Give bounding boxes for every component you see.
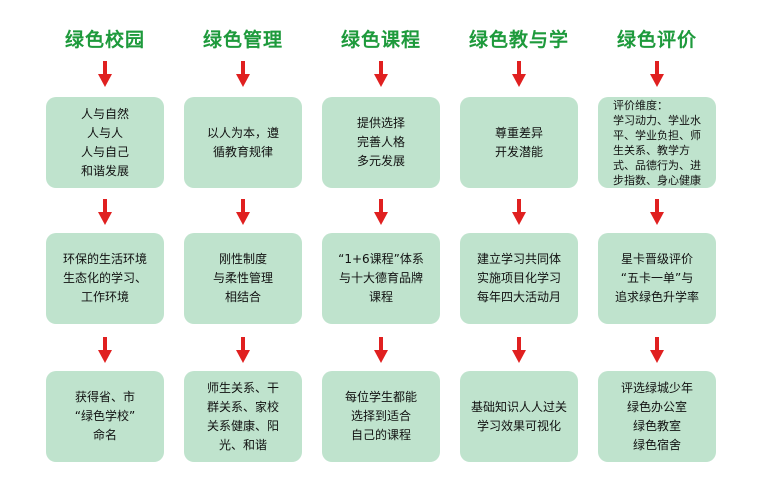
- box-row-3: 基础知识人人过关 学习效果可视化: [460, 371, 578, 462]
- box-text: 以人为本，遵 循教育规律: [206, 125, 279, 159]
- down-arrow-icon: [98, 337, 112, 363]
- box-text: 获得省、市 “绿色学校” 命名: [74, 390, 136, 442]
- box-text: 师生关系、干 群关系、家校 关系健康、阳 光、和谐: [206, 380, 279, 452]
- down-arrow-icon: [374, 199, 388, 225]
- box-text: 评选绿城少年 绿色办公室 绿色教室 绿色宿舍: [620, 380, 693, 452]
- box-text: 每位学生都能 选择到适合 自己的课程: [344, 390, 417, 442]
- box-text: 刚性制度 与柔性管理 相结合: [212, 252, 273, 304]
- column-title: 绿色管理: [202, 29, 283, 51]
- box-text: 环保的生活环境 生态化的学习、 工作环境: [62, 252, 147, 304]
- column-green-evaluation: 绿色评价 评价维度： 学习动力、学业水 平、学业负担、师 生关系、教学方 式、品…: [598, 0, 716, 495]
- box-row-1: 以人为本，遵 循教育规律: [184, 97, 302, 188]
- box-row-3: 评选绿城少年 绿色办公室 绿色教室 绿色宿舍: [598, 371, 716, 462]
- down-arrow-icon: [236, 61, 250, 87]
- box-text: “1+6课程”体系 与十大德育品牌 课程: [338, 252, 424, 304]
- down-arrow-icon: [236, 199, 250, 225]
- column-green-curriculum: 绿色课程 提供选择 完善人格 多元发展 “1+6课程”体系 与十大德育品牌 课程…: [322, 0, 440, 495]
- column-title: 绿色课程: [340, 29, 421, 51]
- down-arrow-icon: [98, 199, 112, 225]
- column-green-campus: 绿色校园 人与自然 人与人 人与自己 和谐发展 环保的生活环境 生态化的学习、 …: [46, 0, 164, 495]
- box-row-2: 刚性制度 与柔性管理 相结合: [184, 233, 302, 324]
- column-title: 绿色教与学: [468, 29, 569, 51]
- box-row-1: 尊重差异 开发潜能: [460, 97, 578, 188]
- down-arrow-icon: [650, 61, 664, 87]
- box-row-2: 星卡晋级评价 “五卡一单”与 追求绿色升学率: [598, 233, 716, 324]
- down-arrow-icon: [98, 61, 112, 87]
- down-arrow-icon: [512, 337, 526, 363]
- down-arrow-icon: [236, 337, 250, 363]
- down-arrow-icon: [512, 61, 526, 87]
- box-row-3: 师生关系、干 群关系、家校 关系健康、阳 光、和谐: [184, 371, 302, 462]
- box-text: 基础知识人人过关 学习效果可视化: [470, 399, 567, 433]
- box-text: 人与自然 人与人 人与自己 和谐发展: [80, 106, 129, 178]
- column-green-management: 绿色管理 以人为本，遵 循教育规律 刚性制度 与柔性管理 相结合 师生关系、干 …: [184, 0, 302, 495]
- box-row-3: 获得省、市 “绿色学校” 命名: [46, 371, 164, 462]
- box-text: 星卡晋级评价 “五卡一单”与 追求绿色升学率: [614, 252, 699, 304]
- box-row-3: 每位学生都能 选择到适合 自己的课程: [322, 371, 440, 462]
- box-text: 提供选择 完善人格 多元发展: [356, 116, 405, 168]
- box-text: 评价维度： 学习动力、学业水 平、学业负担、师 生关系、教学方 式、品德行为、进…: [613, 98, 701, 187]
- down-arrow-icon: [650, 337, 664, 363]
- down-arrow-icon: [374, 61, 388, 87]
- column-title: 绿色校园: [64, 29, 145, 51]
- box-row-1: 评价维度： 学习动力、学业水 平、学业负担、师 生关系、教学方 式、品德行为、进…: [598, 97, 716, 188]
- box-text: 建立学习共同体 实施项目化学习 每年四大活动月: [476, 252, 561, 304]
- box-row-2: 环保的生活环境 生态化的学习、 工作环境: [46, 233, 164, 324]
- box-text: 尊重差异 开发潜能: [494, 125, 543, 159]
- down-arrow-icon: [512, 199, 526, 225]
- box-row-2: 建立学习共同体 实施项目化学习 每年四大活动月: [460, 233, 578, 324]
- box-row-2: “1+6课程”体系 与十大德育品牌 课程: [322, 233, 440, 324]
- column-title: 绿色评价: [616, 29, 697, 51]
- box-row-1: 人与自然 人与人 人与自己 和谐发展: [46, 97, 164, 188]
- box-row-1: 提供选择 完善人格 多元发展: [322, 97, 440, 188]
- down-arrow-icon: [650, 199, 664, 225]
- column-green-teaching-learning: 绿色教与学 尊重差异 开发潜能 建立学习共同体 实施项目化学习 每年四大活动月 …: [460, 0, 578, 495]
- down-arrow-icon: [374, 337, 388, 363]
